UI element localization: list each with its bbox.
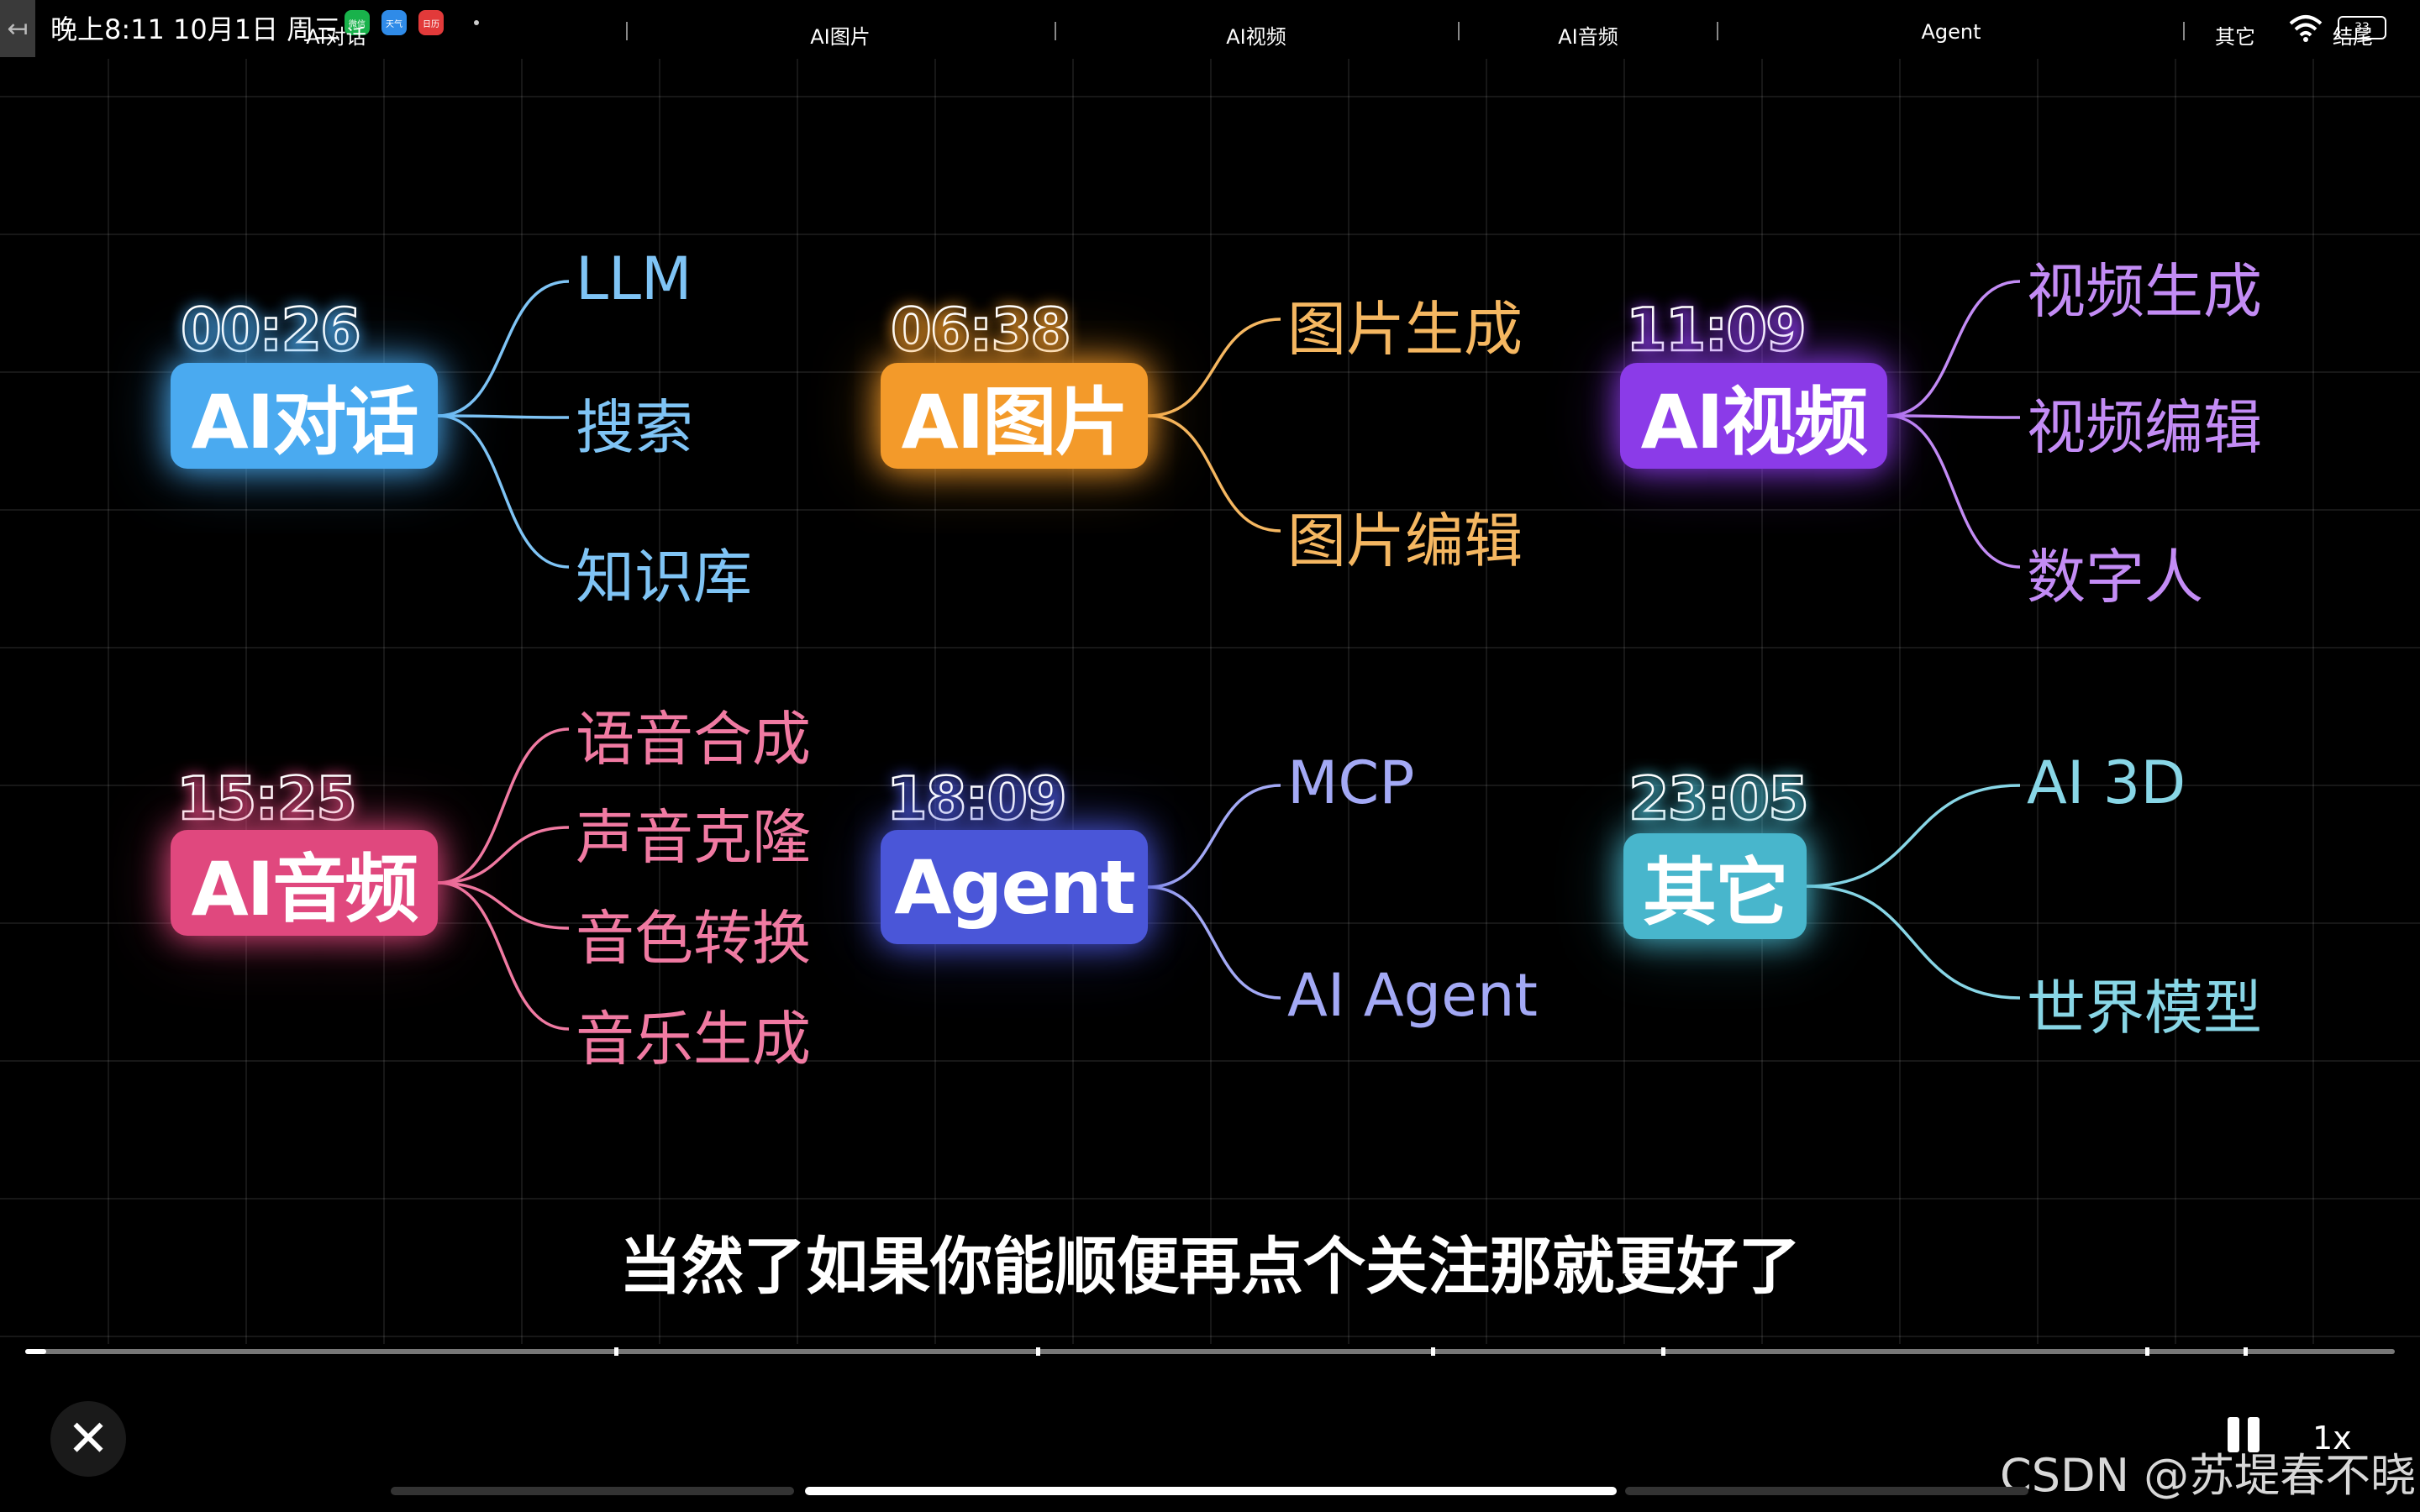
topic-node[interactable]: AI图片 <box>881 363 1148 469</box>
chapter-marker[interactable]: AI图片 <box>810 25 871 49</box>
timestamp-label[interactable]: 06:38 <box>890 295 1072 366</box>
more-dot-icon <box>474 20 479 25</box>
chapter-marker[interactable]: AI视频 <box>1226 25 1286 49</box>
system-status: 33 <box>2287 13 2386 42</box>
subtopic-label: 声音克隆 <box>576 803 811 872</box>
topic-node[interactable]: Agent <box>881 830 1148 944</box>
subtopic-label: 视频编辑 <box>2027 393 2262 462</box>
subtopic-label: 语音合成 <box>576 705 811 774</box>
connector-line <box>437 280 570 417</box>
subtopic-label: 数字人 <box>2027 543 2203 612</box>
subtopic-label: 世界模型 <box>2027 974 2262 1042</box>
chapter-tick <box>1661 1347 1665 1356</box>
topic-node[interactable]: 其它 <box>1623 833 1807 939</box>
chapter-tick <box>1431 1347 1435 1356</box>
subtopic-label: 搜索 <box>576 393 693 462</box>
topic-node[interactable]: AI视频 <box>1620 363 1887 469</box>
subtopic-label: 图片生成 <box>1287 295 1523 364</box>
connector-line <box>1806 784 2021 888</box>
connector-line <box>1886 414 2021 419</box>
chapter-tick <box>2244 1347 2248 1356</box>
speed-button[interactable]: 1x <box>2312 1420 2352 1457</box>
chapter-marker[interactable]: Agent <box>1921 20 1981 44</box>
timestamp-label[interactable]: 23:05 <box>1628 764 1810 835</box>
watermark: CSDN @苏堤春不晓 <box>2000 1449 2417 1502</box>
chapter-separator <box>2183 22 2185 40</box>
pause-button[interactable] <box>2218 1410 2269 1460</box>
timestamp-label[interactable]: 15:25 <box>176 764 358 835</box>
subtopic-label: 视频生成 <box>2027 257 2262 326</box>
chapter-separator <box>1458 22 1460 40</box>
battery-icon: 33 <box>2338 16 2386 39</box>
pause-icon <box>2228 1417 2239 1452</box>
timestamp-label[interactable]: 00:26 <box>180 295 362 366</box>
connector-line <box>1886 414 2021 569</box>
chapter-separator <box>1717 22 1718 40</box>
timestamp-label[interactable]: 11:09 <box>1625 295 1807 366</box>
home-indicator[interactable] <box>805 1487 1617 1495</box>
chapter-marker[interactable]: AI对话 <box>306 25 366 49</box>
notification-icons: 微信 天气 日历 <box>345 10 479 35</box>
subtopic-label: LLM <box>576 244 692 313</box>
progress-played <box>25 1349 47 1354</box>
connector-line <box>1147 784 1281 889</box>
status-clock: 晚上8:11 10月1日 周三 <box>50 13 341 45</box>
subtopic-label: 图片编辑 <box>1287 507 1523 575</box>
connector-line <box>437 826 570 885</box>
weather-icon: 天气 <box>381 10 407 35</box>
subtopic-label: 音乐生成 <box>576 1005 811 1074</box>
chapter-separator <box>626 22 628 40</box>
chapter-marker[interactable]: AI音频 <box>1558 25 1618 49</box>
topic-node[interactable]: AI音频 <box>171 830 438 936</box>
chapter-tick <box>614 1347 618 1356</box>
subtopic-label: AI 3D <box>2027 748 2186 817</box>
calendar-icon: 日历 <box>418 10 444 35</box>
progress-bar[interactable] <box>25 1347 2395 1356</box>
topic-node[interactable]: AI对话 <box>171 363 438 469</box>
connector-line <box>1806 885 2021 1000</box>
connector-line <box>1886 280 2021 417</box>
connector-line <box>437 414 570 419</box>
home-bar-left <box>391 1487 794 1495</box>
player-controls: ✕ 1x <box>0 1384 2420 1485</box>
wechat-icon: 微信 <box>345 10 370 35</box>
back-icon[interactable]: ↤ <box>0 0 35 57</box>
chapter-marker[interactable]: 其它 <box>2215 25 2255 49</box>
close-button[interactable]: ✕ <box>50 1401 126 1477</box>
connector-line <box>1147 318 1281 417</box>
timestamp-label[interactable]: 18:09 <box>886 764 1068 835</box>
video-frame <box>0 59 2420 1344</box>
connector-line <box>437 881 570 1031</box>
connector-line <box>437 414 570 569</box>
wifi-icon <box>2289 15 2323 42</box>
chapter-tick <box>1036 1347 1040 1356</box>
subtitle: 当然了如果你能顺便再点个关注那就更好了 <box>619 1231 1801 1303</box>
connector-line <box>437 727 570 885</box>
chapter-separator <box>1055 22 1056 40</box>
subtopic-label: MCP <box>1287 748 1415 817</box>
status-bar: ↤ 晚上8:11 10月1日 周三 微信 天气 日历 <box>0 0 2420 59</box>
connector-line <box>437 881 570 930</box>
subtopic-label: AI Agent <box>1287 961 1538 1030</box>
subtopic-label: 知识库 <box>576 543 752 612</box>
connector-line <box>1147 885 1281 1000</box>
home-bar-right <box>1625 1487 2028 1495</box>
connector-line <box>1147 414 1281 533</box>
chapter-tick <box>2145 1347 2149 1356</box>
subtopic-label: 音色转换 <box>576 904 811 973</box>
pause-icon <box>2248 1417 2260 1452</box>
